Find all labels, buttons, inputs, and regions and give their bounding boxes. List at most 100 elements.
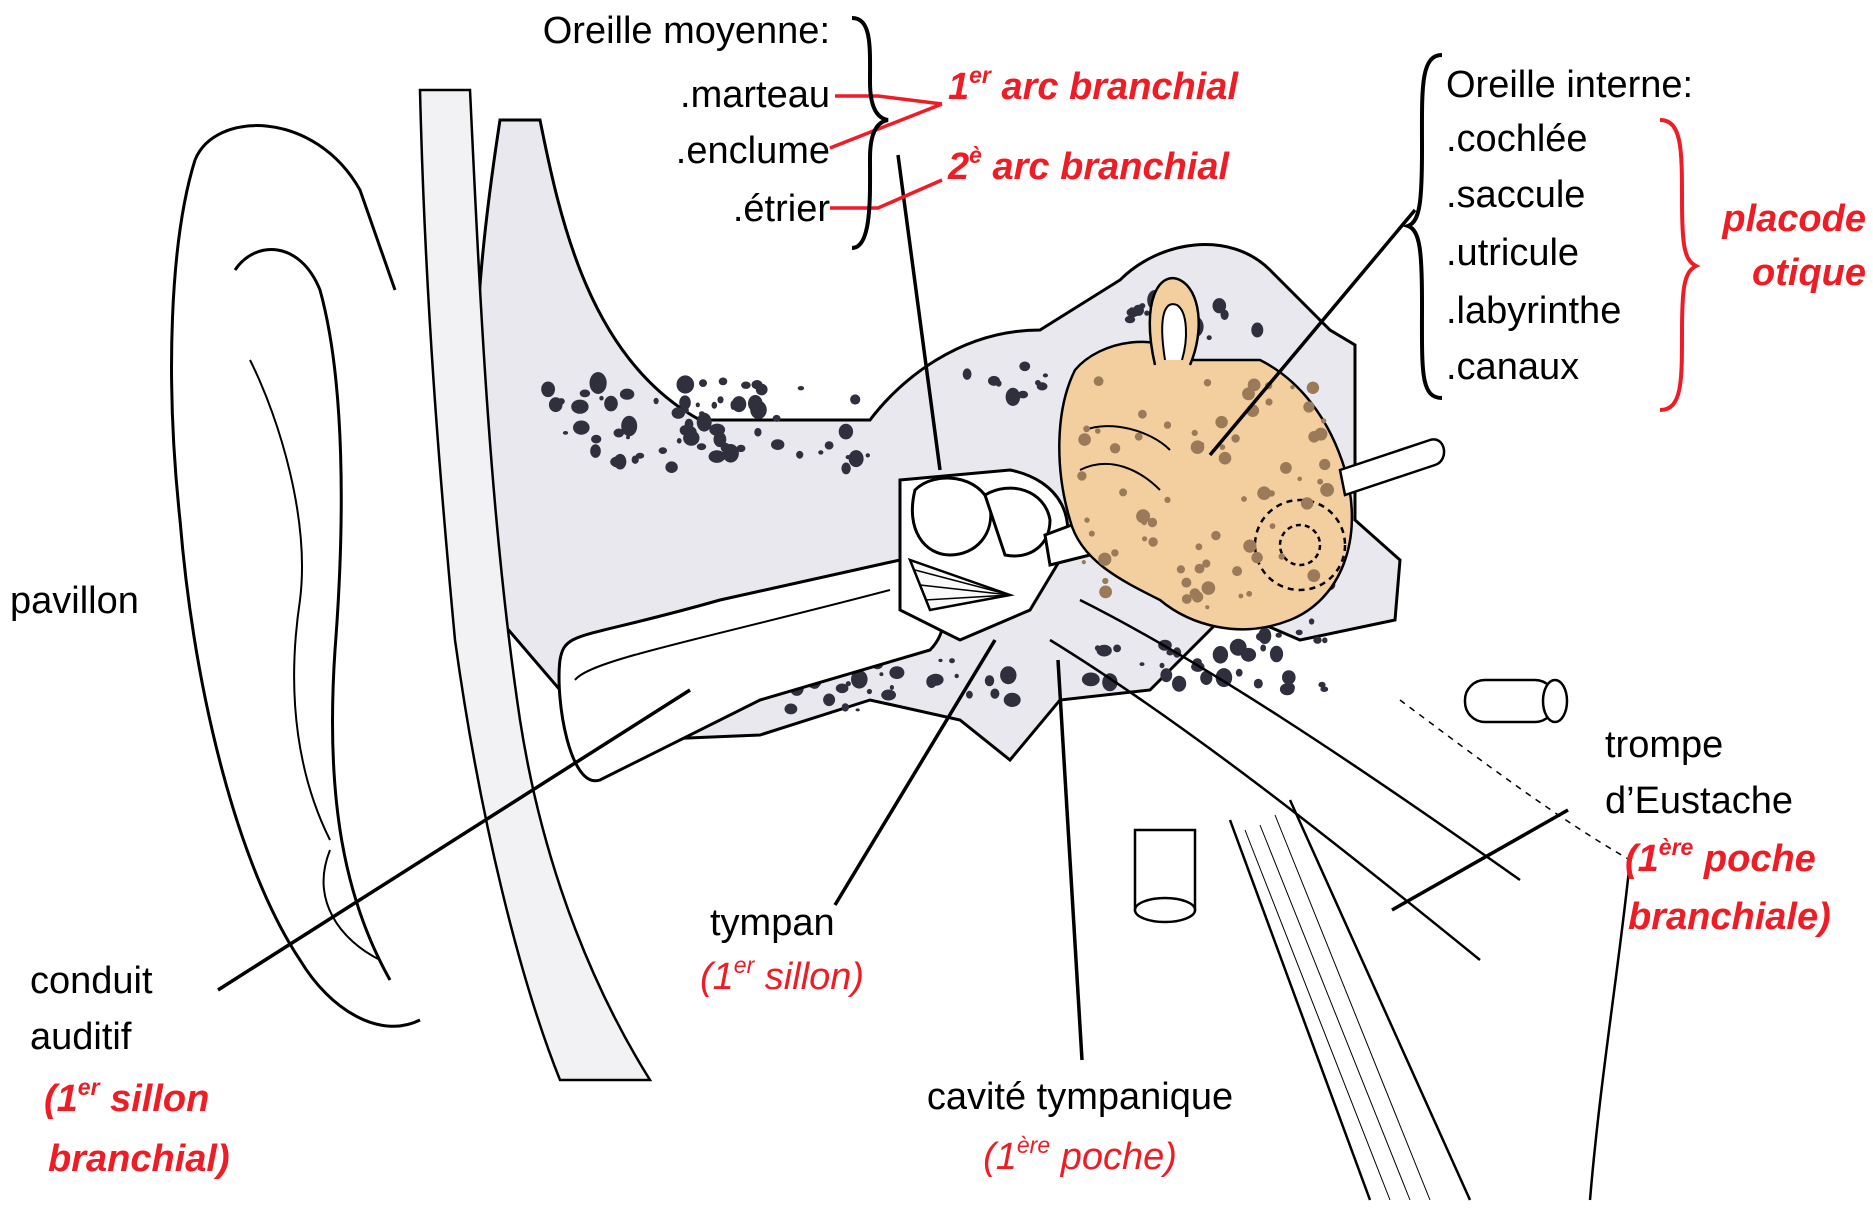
bone-dot [1309,618,1314,624]
bone-dot [1006,388,1021,406]
inner-ear-dot [1110,443,1120,453]
bone-dot [955,674,959,678]
bone-dot [990,689,999,699]
bone-dot [928,674,944,686]
inner-ear-dot [1142,536,1147,541]
inner-ear-dot [1231,434,1239,442]
bone-dot [938,659,942,662]
inner-ear-dot [1257,486,1271,500]
bone-dot [773,415,781,422]
inner-ear-dot [1308,431,1320,443]
ear-canal-label-line2: auditif [30,1018,131,1056]
inner-ear-cochlee: .cochlée [1446,120,1588,158]
ear-canal-origin-line1: (1er sillon [44,1080,209,1118]
bone-dot [665,461,677,473]
bone-dot [1270,646,1283,663]
bone-dot [1296,630,1303,636]
inner-ear-dot [1077,471,1086,480]
bone-dot [988,376,1000,386]
bone-dot [697,413,712,432]
connector-marteau [835,96,942,104]
bone-dot [659,447,667,454]
eustachian-tube-origin-line2: branchiale) [1628,898,1831,936]
pinna-label: pavillon [10,582,139,620]
bone-dot [590,372,607,394]
bone-dot [1322,637,1327,643]
tympanic-cavity-label: cavité tympanique [860,1078,1300,1116]
inner-ear-dot [1205,605,1209,609]
inner-ear-dot [1119,488,1127,496]
inner-ear-saccule: .saccule [1446,176,1585,214]
inner-ear-dot [1301,497,1313,509]
bone-dot [963,368,972,379]
bone-dot [590,444,601,458]
inner-ear-dot [1078,433,1091,446]
bone-dot [626,436,630,440]
inner-ear-dot [1164,497,1170,503]
first-arch-label: 1er arc branchial [948,68,1238,106]
bone-dot [850,394,860,404]
inner-ear-dot [1317,479,1323,485]
inner-ear-dot [1211,531,1220,540]
inner-ear-dot [1251,552,1262,563]
bone-dot [798,386,804,390]
bone-dot [1019,362,1030,372]
inner-ear-dot [1200,442,1204,446]
bone-dot [879,672,883,676]
bone-dot [866,453,870,457]
bone-dot [889,666,904,679]
bone-dot [712,402,718,409]
bone-dot [620,389,634,400]
bone-dot [818,450,823,454]
bone-dot [580,390,590,398]
placode-label-line1: placode [1700,200,1866,238]
bone-dot [1251,323,1263,338]
bone-dot [1282,670,1296,684]
connector-etrier [830,180,942,208]
eustachian-tube-label-line1: trompe [1605,726,1723,764]
leader-ear-canal [218,690,690,990]
inner-ear-dot [1319,459,1330,470]
inner-ear-dot [1215,416,1227,428]
eustachian-tube-origin-line1: (1ère poche [1625,840,1816,878]
bone-dot [1207,335,1212,340]
bone-dot [721,443,731,453]
bone-dot [593,380,598,384]
bone-dot [771,439,784,450]
inner-ear-title: Oreille interne: [1446,66,1693,104]
inner-ear-dot [1084,517,1089,522]
inner-ear-dot [1095,428,1101,434]
inner-ear-dot [1181,578,1191,588]
second-arch-label: 2è arc branchial [948,148,1229,186]
inner-ear-dot [1232,566,1242,576]
bone-dot [966,691,973,699]
leader-eustachian-tube [1392,810,1568,910]
bone-dot [1320,686,1328,692]
inner-ear-dot [1297,477,1302,482]
bone-dot [881,690,896,701]
bone-dot [842,703,849,711]
inner-ear-dot [1241,496,1247,502]
bone-dot [563,431,568,435]
bone-dot [756,384,768,396]
eardrum-label: tympan [710,904,835,942]
inner-ear-dot [1138,410,1147,419]
vessels-drawing [1135,680,1567,922]
bone-dot [573,421,590,435]
inner-ear-dot [1192,430,1198,436]
inner-ear-dot [1202,581,1216,595]
bone-dot [1213,646,1228,664]
inner-ear-utricule: .utricule [1446,234,1579,272]
bone-dot [949,658,955,663]
bone-dot [841,463,850,475]
bone-dot [621,416,637,437]
inner-ear-dot [1182,594,1192,604]
bone-dot [796,451,803,459]
bone-dot [1000,666,1016,684]
bone-dot [785,704,798,715]
arch-connector-lines [830,96,942,208]
inner-ear-dot [1195,564,1205,574]
bone-dot [1213,298,1227,313]
bone-dot [1018,391,1028,399]
